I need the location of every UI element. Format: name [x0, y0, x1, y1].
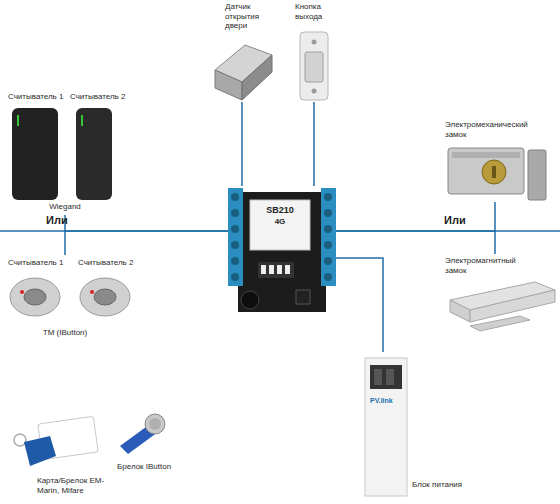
device-node: TM (IButton) Считыватель 1 Считыватель 2 [5, 255, 130, 340]
wire-connector [336, 202, 495, 231]
ibutton-image [120, 414, 165, 454]
device-node: Кнопка выхода [292, 0, 336, 102]
device-node: Считыватель 1 [8, 258, 63, 324]
wiegand-reader-image [12, 108, 112, 200]
device-caption: Кнопка выхода [295, 2, 337, 21]
door-sensor-image [215, 45, 272, 100]
wire-connector [313, 102, 315, 186]
device-caption: TM (IButton) [30, 328, 100, 338]
tm-reader-image [10, 278, 130, 316]
device-node: Считыватель 2 [70, 92, 122, 202]
device-caption: Считыватель 1 [8, 92, 63, 102]
terminal-screws [231, 193, 332, 281]
device-node: SB2104G [228, 186, 336, 312]
wire-line [495, 230, 560, 232]
device-node: Wiegand Считыватель 1 Считыватель 2 [5, 90, 125, 215]
device-caption: Брелок IButton [117, 462, 185, 472]
wire-line [0, 230, 65, 232]
device-caption: Электромеханический замок [445, 120, 535, 139]
device-caption: Блок питания [412, 480, 460, 490]
dip-switch [258, 262, 294, 278]
terminal-block [321, 188, 336, 286]
controller-board [228, 188, 336, 312]
electromechanical-lock-image [448, 148, 546, 200]
device-node: Датчик открытия двери [205, 0, 280, 102]
push-button [296, 290, 310, 304]
device-caption: Считыватель 2 [70, 92, 122, 102]
wire-connector [336, 258, 383, 352]
electromagnetic-lock-image [450, 282, 555, 331]
wire-connector [241, 102, 243, 186]
brand-label: PV.link [370, 397, 393, 405]
board-marking: SB210 [250, 205, 310, 216]
device-node: Карта/Брелок EM-Marin, Mifare [5, 410, 115, 502]
board-marking: 4G [250, 217, 310, 227]
power-supply-image [365, 358, 407, 496]
device-caption: Датчик открытия двери [225, 2, 269, 31]
buzzer [241, 291, 259, 309]
wire-connector [336, 231, 495, 254]
device-node: Брелок IButton [112, 408, 187, 480]
device-node: Электромеханический замок [440, 118, 552, 202]
card-image [14, 416, 98, 466]
alternative-label: Или [46, 214, 68, 227]
device-caption: Карта/Брелок EM-Marin, Mifare [37, 476, 115, 495]
device-caption: Считыватель 1 [8, 258, 63, 268]
dip-slots [261, 265, 290, 274]
alternative-label: Или [444, 214, 466, 227]
device-caption: Wiegand [45, 202, 85, 212]
wire-connector [65, 215, 228, 231]
terminal-block [228, 188, 243, 286]
device-node: Считыватель 2 [78, 258, 130, 324]
device-node: Блок питания [362, 352, 460, 500]
wire-connector [65, 231, 228, 255]
device-node: Электромагнитный замок [440, 254, 556, 340]
device-caption: Считыватель 2 [78, 258, 130, 268]
device-node: Считыватель 1 [8, 92, 63, 202]
exit-button-image [300, 32, 328, 100]
pcb [238, 192, 326, 312]
device-caption: Электромагнитный замок [445, 256, 521, 275]
gsm-module [250, 200, 310, 250]
